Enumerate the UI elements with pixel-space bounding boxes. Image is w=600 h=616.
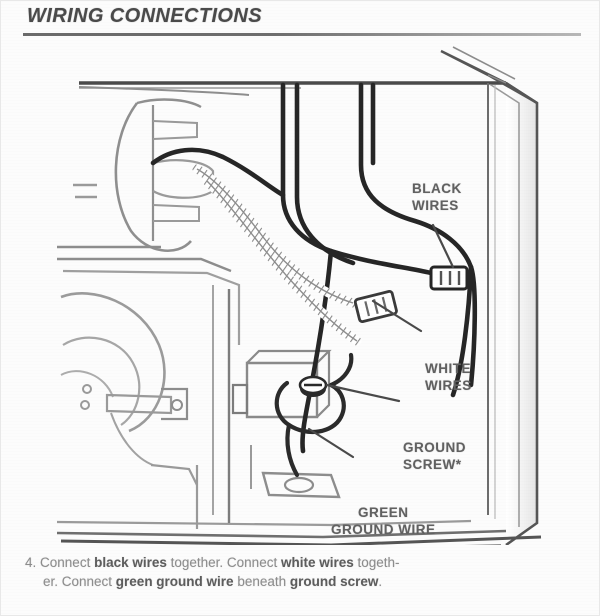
- junction-box: [231, 349, 341, 499]
- caption-bold-ground-screw: ground screw: [289, 574, 379, 589]
- caption-bold-black-wires: black wires: [94, 555, 167, 570]
- caption-text-6: .: [378, 574, 383, 589]
- callout-green-ground-line2: GROUND WIRE: [331, 522, 436, 537]
- caption-text-1: Connect: [40, 555, 95, 570]
- ground-screw: [298, 375, 328, 397]
- caption-line-2: er. Connect green ground wire beneath gr…: [43, 572, 577, 591]
- callout-white-wires-line1: WHITE: [425, 361, 471, 376]
- caption-bold-white-wires: white wires: [280, 555, 354, 570]
- callout-black-wires: BLACK WIRES: [412, 180, 462, 214]
- callout-black-wires-line1: BLACK: [412, 181, 462, 196]
- callout-green-ground-line1: GREEN: [357, 505, 409, 520]
- caption-text-3: togeth-: [353, 555, 400, 570]
- callout-black-wires-line2: WIRES: [412, 198, 459, 213]
- white-wires-outline: [196, 168, 358, 342]
- callout-green-ground-wire: GREEN GROUND WIRE: [331, 504, 436, 538]
- caption-bold-green-ground-wire: green ground wire: [115, 574, 234, 589]
- leader-white-wires: [371, 299, 423, 333]
- title-divider: [23, 33, 581, 36]
- callout-white-wires-line2: WIRES: [425, 378, 472, 393]
- leader-black-wires: [431, 223, 455, 269]
- leader-ground-screw: [325, 383, 401, 403]
- blower-assembly: [57, 98, 241, 529]
- green-ground-wire: [274, 352, 354, 478]
- callout-ground-screw-line1: GROUND: [403, 440, 466, 455]
- callout-white-wires: WHITE WIRES: [425, 360, 472, 394]
- wiring-diagram: BLACK WIRES WHITE WIRES GROUND SCREW* GR…: [1, 45, 599, 545]
- step-caption: 4. Connect black wires together. Connect…: [25, 553, 577, 591]
- wire-nut-black: [429, 265, 469, 291]
- callout-ground-screw: GROUND SCREW*: [403, 439, 466, 473]
- caption-text-5: beneath: [233, 574, 290, 589]
- page-header: WIRING CONNECTIONS: [1, 1, 599, 47]
- cabinet-shell: [56, 46, 542, 545]
- caption-text-4: er. Connect: [43, 574, 116, 589]
- page-title: WIRING CONNECTIONS: [27, 5, 262, 27]
- leader-green-ground: [307, 427, 355, 459]
- wire-nut-white: [353, 289, 398, 324]
- caption-text-2: together. Connect: [166, 555, 281, 570]
- callout-ground-screw-line2: SCREW*: [403, 457, 462, 472]
- callout-leader-lines: [307, 223, 455, 459]
- wiring-diagram-svg: [56, 46, 542, 545]
- step-number: 4.: [25, 555, 37, 570]
